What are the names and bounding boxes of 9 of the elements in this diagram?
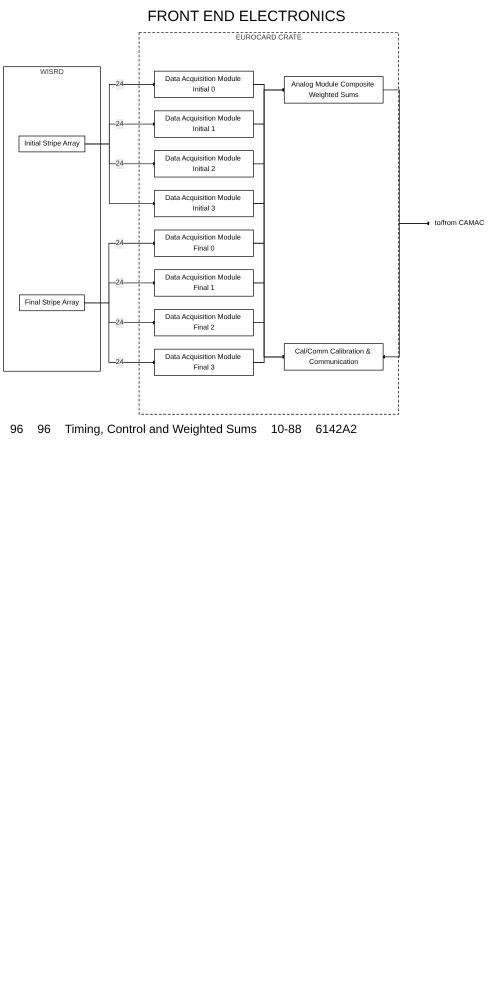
note-text: 10-88 bbox=[270, 422, 302, 436]
arrow bbox=[84, 144, 156, 206]
note-text: Timing, Control and Weighted Sums bbox=[64, 422, 257, 436]
note-text: 6142A2 bbox=[316, 422, 357, 436]
arrow bbox=[84, 302, 156, 364]
note-text: 96 bbox=[37, 422, 51, 436]
diagram-title: FRONT END ELECTRONICS bbox=[146, 8, 347, 25]
note-text: 96 bbox=[10, 422, 24, 436]
arrow bbox=[253, 354, 286, 363]
